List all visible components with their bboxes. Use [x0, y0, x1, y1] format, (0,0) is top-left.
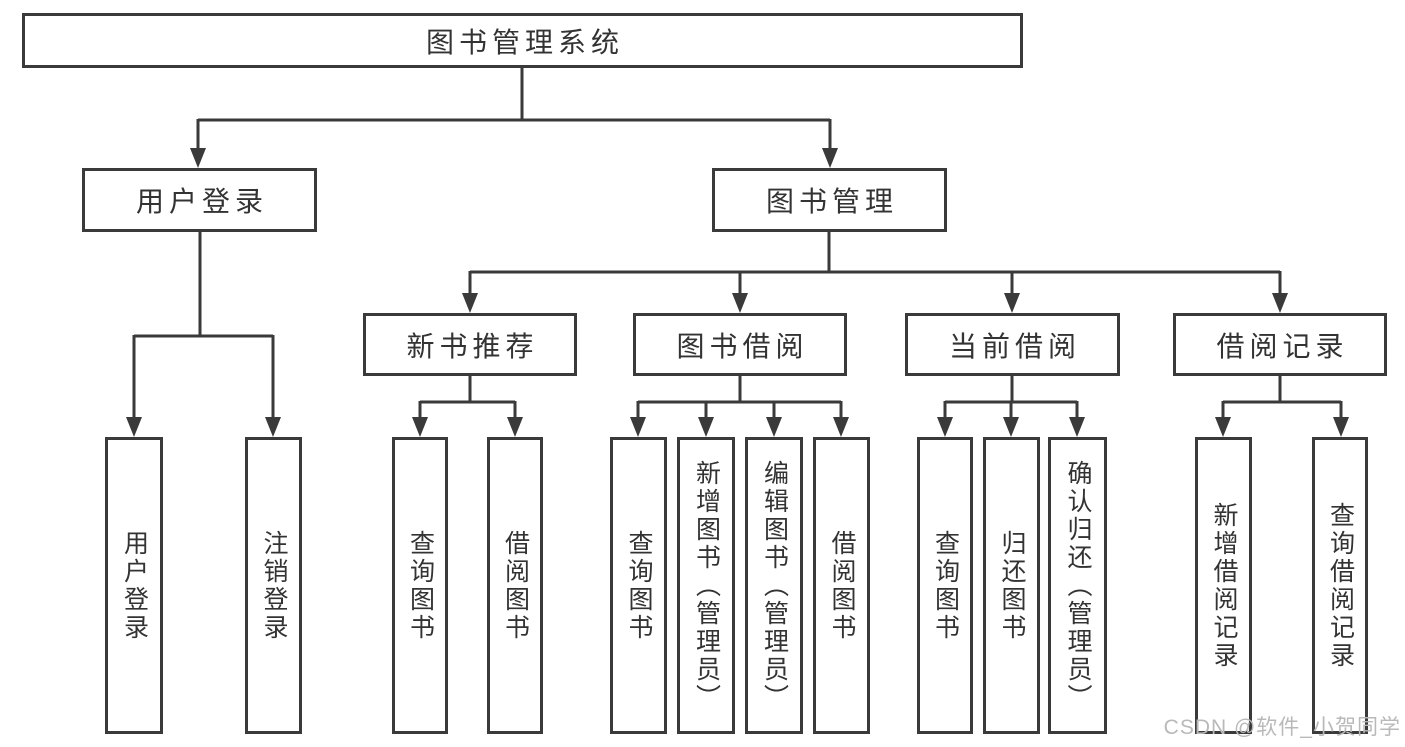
leaf-label: 查询图书 — [625, 529, 653, 642]
leaf-label: 查询图书 — [406, 529, 435, 642]
leaf-query-books-borrow: 查询图书 — [610, 437, 667, 734]
leaf-add-borrow-record: 新增借阅记录 — [1195, 437, 1252, 734]
root-node-library-management-system: 图书管理系统 — [22, 13, 1023, 68]
leaf-query-books-recommend: 查询图书 — [392, 437, 448, 734]
leaf-confirm-return-admin: 确认归还（管理员） — [1048, 437, 1107, 734]
node-book-borrow: 图书借阅 — [633, 313, 847, 376]
leaf-label: 借阅图书 — [828, 529, 856, 642]
leaf-label: 新增借阅记录 — [1210, 501, 1238, 670]
csdn-watermark: CSDN @软件_小贺同学 — [1163, 716, 1401, 739]
node-book-management: 图书管理 — [712, 168, 947, 232]
leaf-label: 编辑图书（管理员） — [760, 459, 789, 712]
leaf-label: 借阅图书 — [501, 529, 530, 642]
leaf-user-login: 用户登录 — [105, 437, 163, 734]
leaf-query-books-current: 查询图书 — [917, 437, 973, 734]
leaf-label: 用户登录 — [120, 529, 149, 642]
leaf-label: 归还图书 — [998, 529, 1026, 642]
node-borrow-records: 借阅记录 — [1173, 313, 1387, 376]
leaf-borrow-books-recommend: 借阅图书 — [487, 437, 543, 734]
node-current-borrow: 当前借阅 — [905, 313, 1120, 376]
leaf-logout-login: 注销登录 — [245, 437, 302, 734]
leaf-add-books-admin: 新增图书（管理员） — [677, 437, 735, 734]
leaf-label: 查询图书 — [931, 529, 960, 642]
leaf-label: 注销登录 — [260, 529, 288, 642]
node-new-book-recommend: 新书推荐 — [363, 313, 577, 376]
leaf-label: 新增图书（管理员） — [692, 459, 721, 712]
leaf-query-borrow-record: 查询借阅记录 — [1312, 437, 1368, 734]
leaf-borrow-books: 借阅图书 — [813, 437, 870, 734]
leaf-label: 查询借阅记录 — [1326, 501, 1355, 670]
leaf-label: 确认归还（管理员） — [1064, 459, 1092, 712]
leaf-edit-books-admin: 编辑图书（管理员） — [745, 437, 803, 734]
node-user-login: 用户登录 — [82, 168, 317, 232]
leaf-return-books: 归还图书 — [983, 437, 1040, 734]
